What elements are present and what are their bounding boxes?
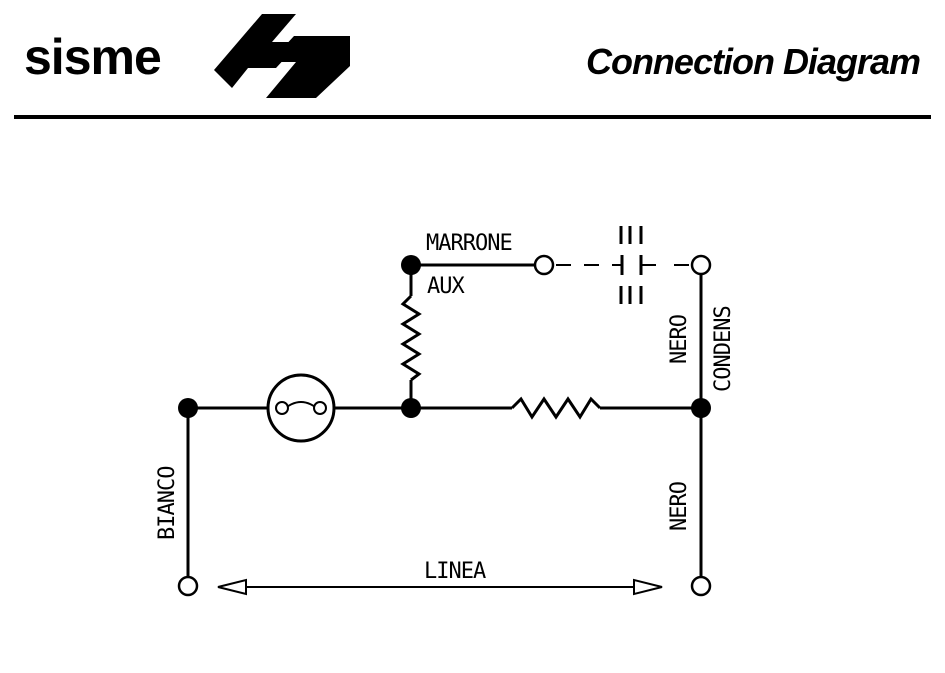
label-nero-lower: NERO <box>667 482 692 531</box>
junction-bianco <box>178 398 198 418</box>
label-linea: LINEA <box>424 559 486 584</box>
label-condens: CONDENS <box>711 306 736 392</box>
page-title: Connection Diagram <box>586 41 920 82</box>
label-aux: AUX <box>427 274 465 299</box>
terminal-marrone <box>533 254 555 276</box>
terminal-bianco <box>177 575 199 597</box>
optional-capacitor <box>556 226 689 304</box>
label-bianco: BIANCO <box>155 467 180 540</box>
thermal-protector <box>266 373 336 443</box>
aux-winding-resistor <box>400 294 422 382</box>
header: sisme Connection Diagram <box>14 14 931 119</box>
brand-wordmark: sisme <box>24 29 161 85</box>
brand-logo-icon <box>214 14 350 98</box>
linea-arrow <box>217 578 663 596</box>
label-marrone: MARRONE <box>426 231 512 256</box>
junction-aux-top <box>401 255 421 275</box>
label-nero-upper: NERO <box>667 315 692 364</box>
terminal-condens <box>690 254 712 276</box>
terminal-nero <box>690 575 712 597</box>
junction-nero <box>691 398 711 418</box>
main-winding-resistor <box>510 396 602 420</box>
junction-center <box>401 398 421 418</box>
